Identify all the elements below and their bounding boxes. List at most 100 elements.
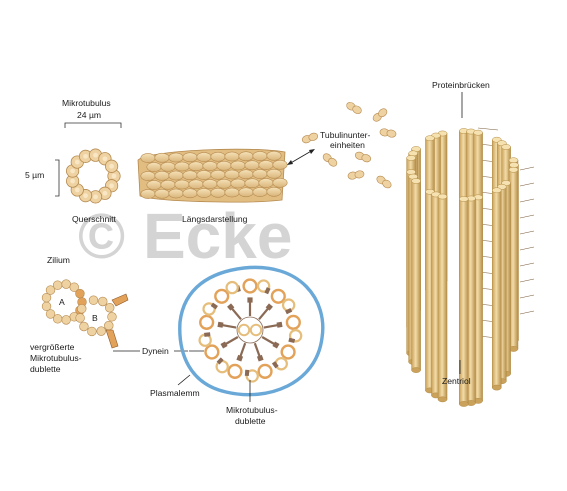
label-mtdublette-2: dublette	[235, 416, 266, 426]
tube-subunit	[146, 162, 162, 172]
label-plasmalemm: Plasmalemm	[150, 388, 200, 398]
protein-bridge	[519, 294, 535, 299]
cilium-doublet-group: Zilium A B vergrößerte Mikrotubulus- dub…	[30, 255, 204, 374]
tube-subunit	[196, 188, 212, 198]
tubulin-dimer	[347, 170, 365, 180]
tube-subunit	[202, 161, 218, 171]
tubulin-highlight	[109, 183, 114, 189]
label-vergroessert-3: dublette	[30, 364, 61, 374]
doublet-subunit	[96, 326, 106, 336]
rod-bottom	[459, 401, 469, 407]
tube-subunit	[140, 171, 156, 181]
doublet-a	[199, 314, 215, 330]
doublet-subunit	[52, 280, 63, 290]
doublet-subunit	[75, 313, 85, 323]
doublet-subunit	[61, 315, 71, 325]
tube-subunit	[230, 178, 246, 189]
tube-subunit	[146, 180, 162, 190]
tubulin-highlight	[83, 193, 88, 199]
tube-subunit	[168, 188, 184, 199]
protein-bridge	[477, 127, 499, 131]
tubulin-highlight	[111, 173, 117, 179]
tubulin-dimer	[372, 108, 388, 122]
cross-section-group: Mikrotubulus 24 µm 5 µm Querschnitt	[25, 98, 122, 224]
doublet-a	[257, 363, 273, 379]
doublet-subunit	[98, 296, 108, 307]
tubulin-highlight	[74, 159, 80, 165]
dynein-arm	[216, 357, 224, 365]
tube-subunit	[252, 187, 268, 197]
tube-subunit	[272, 177, 288, 188]
doublet-subunit	[104, 320, 114, 331]
centriole-rod	[459, 198, 469, 405]
protein-bridge	[519, 262, 535, 267]
protein-bridge	[519, 182, 535, 187]
longitudinal-tube	[137, 148, 288, 203]
tube-subunit	[224, 169, 240, 180]
tube-subunit	[216, 178, 232, 189]
label-mtdublette-1: Mikrotubulus-	[226, 405, 278, 415]
doublet-b	[225, 280, 239, 295]
tube-subunit	[202, 179, 218, 189]
centriole-rod	[492, 190, 502, 388]
tube-subunit	[210, 151, 226, 162]
doublet-subunit	[41, 292, 52, 303]
enlarged-doublet	[41, 279, 129, 349]
dynein-arm	[111, 293, 129, 307]
rod-top	[492, 187, 502, 194]
rod-top	[437, 193, 448, 200]
doublet-a	[227, 363, 243, 379]
label-mikrotubulus: Mikrotubulus	[62, 98, 111, 108]
tubulin-dimer	[301, 132, 319, 144]
tube-subunit	[154, 188, 170, 199]
tubulin-highlight	[70, 178, 76, 184]
dynein-arm	[105, 329, 119, 349]
tube-subunit	[182, 170, 198, 181]
tube-subunit	[244, 178, 260, 189]
spoke-head	[276, 321, 283, 328]
doublet-subunit	[105, 303, 115, 313]
protein-bridge	[519, 246, 535, 251]
tubulin-highlight	[74, 187, 80, 193]
tube-subunit	[224, 151, 240, 162]
tube-subunit	[140, 153, 156, 163]
doublet-subunit	[107, 312, 117, 322]
spoke-head	[247, 297, 253, 303]
tubulin-dimer	[322, 153, 338, 167]
label-vergroessert-1: vergrößerte	[30, 342, 75, 352]
tube-subunit	[258, 178, 274, 188]
label-dynein: Dynein	[142, 346, 169, 356]
tubulin-highlight	[102, 190, 108, 196]
dynein-arm	[285, 308, 293, 315]
label-a: A	[59, 297, 65, 307]
dimer-beta	[328, 157, 338, 167]
rod-bottom	[437, 396, 448, 403]
label-vergroessert-2: Mikrotubulus-	[30, 353, 82, 363]
tube-subunit	[168, 170, 184, 181]
doublet-subunit	[69, 282, 79, 292]
dimer-beta	[382, 179, 392, 189]
doublet-b	[274, 357, 288, 371]
spoke-head	[272, 341, 280, 349]
doublet-a	[285, 314, 301, 330]
dynein-arm	[271, 361, 279, 369]
label-querschnitt: Querschnitt	[72, 214, 117, 224]
doublet-subunit	[87, 326, 97, 337]
spoke-head	[220, 341, 228, 349]
spoke-head	[217, 321, 224, 328]
centriole-rod	[411, 180, 421, 371]
tube-subunit	[252, 169, 268, 179]
dynein-arm	[264, 287, 271, 295]
tube-subunit	[140, 189, 156, 199]
tube-subunit	[238, 187, 254, 198]
centriole	[406, 127, 535, 407]
tube-subunit	[188, 161, 204, 172]
tube-subunit	[238, 151, 254, 162]
tube-subunit	[188, 179, 204, 190]
tubulin-highlight	[70, 168, 76, 174]
doublet-a	[204, 344, 220, 360]
tubulin-subunits: Tubulinunter- einheiten	[301, 102, 397, 189]
arrowhead-left	[287, 160, 293, 165]
dimer-beta	[378, 108, 388, 118]
tubulin-highlight	[93, 152, 98, 158]
